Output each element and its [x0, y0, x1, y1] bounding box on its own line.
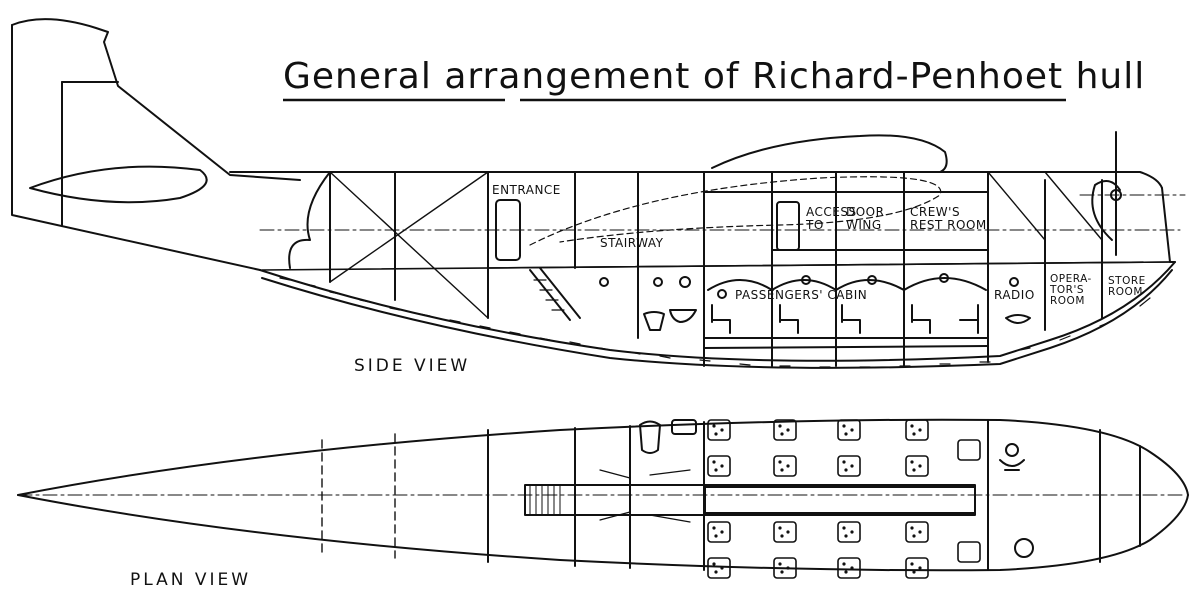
tail-fin-lower — [11, 24, 261, 271]
label-store-line1: STORE — [1108, 275, 1146, 287]
label-operator-line3: ROOM — [1050, 295, 1085, 308]
side-view-caption: SIDE VIEW — [354, 356, 471, 376]
label-store-line2: ROOM — [1108, 286, 1143, 299]
plan-hull-bottom — [17, 494, 1189, 572]
label-crew-line2: REST ROOM — [910, 217, 987, 232]
label-operator-line2: TOR'S — [1050, 284, 1085, 297]
label-access: ACCESS TO — [806, 206, 857, 231]
label-operators-room: OPERA- TOR'S ROOM — [1050, 273, 1092, 308]
tail-fin — [11, 18, 301, 181]
label-operator-line1: OPERA- — [1050, 273, 1092, 285]
wing-root — [711, 134, 948, 173]
label-radio: RADIO — [994, 288, 1035, 302]
cabin-floor — [487, 261, 1171, 269]
hull-bow — [1161, 187, 1176, 263]
hull-keel-inner — [261, 269, 1173, 369]
label-door-line2: WING — [846, 217, 882, 232]
deck-top — [229, 171, 1163, 189]
cutaway-edge — [288, 171, 331, 269]
plan-hull-top — [17, 418, 1189, 496]
page-title: General arrangement of Richard-Penhoet h… — [283, 56, 1146, 97]
label-stairway: STAIRWAY — [600, 236, 664, 250]
label-store-room: STORE ROOM — [1108, 275, 1146, 299]
label-door-wing: DOOR WING — [846, 206, 884, 231]
label-crew-line1: CREW'S — [910, 205, 961, 219]
label-entrance: ENTRANCE — [492, 183, 561, 197]
plan-walkway — [524, 484, 976, 516]
stairway — [529, 267, 581, 321]
wing-door — [776, 201, 800, 251]
hull-keel — [259, 261, 1176, 362]
label-access-line2: TO — [806, 217, 824, 232]
label-access-line1: ACCESS — [806, 205, 857, 219]
tailplane — [29, 165, 208, 204]
plan-view-caption: PLAN VIEW — [130, 570, 252, 590]
label-crew-rest-room: CREW'S REST ROOM — [910, 206, 987, 231]
label-door-line1: DOOR — [846, 205, 885, 219]
label-passengers-cabin: PASSENGERS' CABIN — [735, 288, 868, 302]
